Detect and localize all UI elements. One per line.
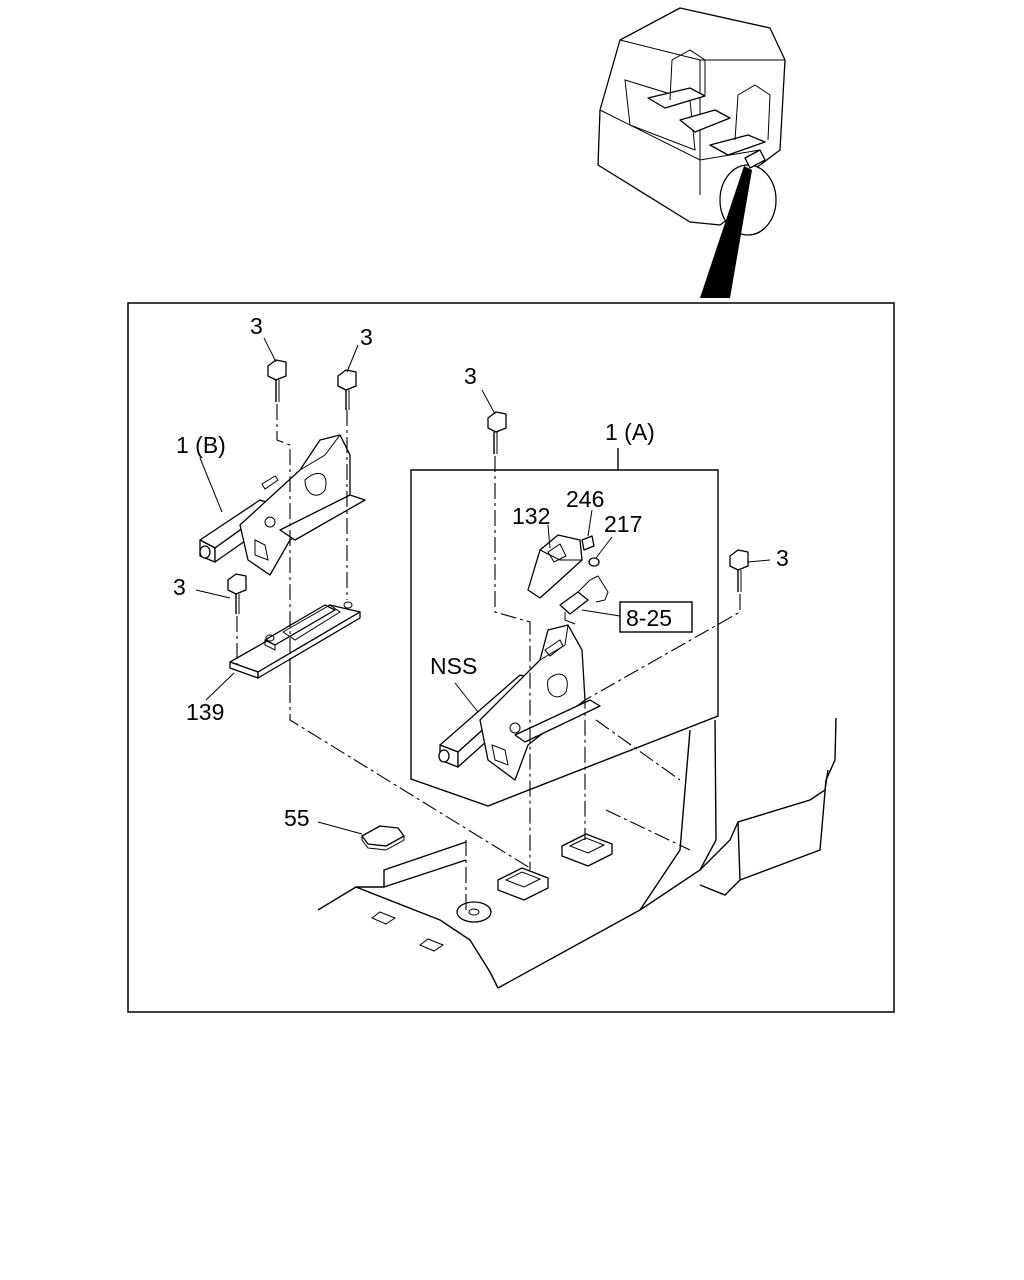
cab-floor-panel — [317, 717, 837, 989]
label-bolt-top-mid: 3 — [360, 324, 373, 350]
assembly-a-bracket — [410, 469, 719, 807]
bracket-139 — [229, 601, 361, 679]
ref-box-8-25[interactable] — [619, 601, 693, 633]
bolt-top-mid — [337, 369, 357, 410]
switch-connector — [559, 575, 609, 625]
label-part-55: 55 — [284, 805, 310, 831]
label-part-246: 246 — [566, 486, 604, 512]
label-bolt-center: 3 — [464, 363, 477, 389]
cab-overview-illustration — [597, 7, 786, 298]
screw-246 — [581, 535, 595, 551]
grommet-55 — [361, 825, 405, 851]
label-part-217: 217 — [604, 511, 642, 537]
washer-217 — [588, 557, 600, 567]
assembly-a-lever — [438, 624, 601, 781]
cover-132 — [527, 534, 583, 599]
label-ref-8-25[interactable]: 8-25 — [626, 605, 672, 631]
assembly-b-lever — [199, 434, 366, 576]
bolt-right — [729, 549, 749, 592]
label-assembly-b: 1 (B) — [176, 432, 226, 458]
leader-lines — [195, 337, 771, 835]
bolt-top-left — [267, 359, 287, 402]
label-bolt-top-left: 3 — [250, 313, 263, 339]
label-part-139: 139 — [186, 699, 224, 725]
label-assembly-a: 1 (A) — [605, 419, 655, 445]
label-bolt-right: 3 — [776, 545, 789, 571]
assembly-centerlines — [236, 404, 741, 912]
bolt-center — [487, 411, 507, 454]
bolt-left-mid — [227, 573, 247, 614]
label-nss: NSS — [430, 653, 477, 679]
label-bolt-left-mid: 3 — [173, 574, 186, 600]
detail-frame — [127, 302, 895, 1013]
label-part-132: 132 — [512, 503, 550, 529]
